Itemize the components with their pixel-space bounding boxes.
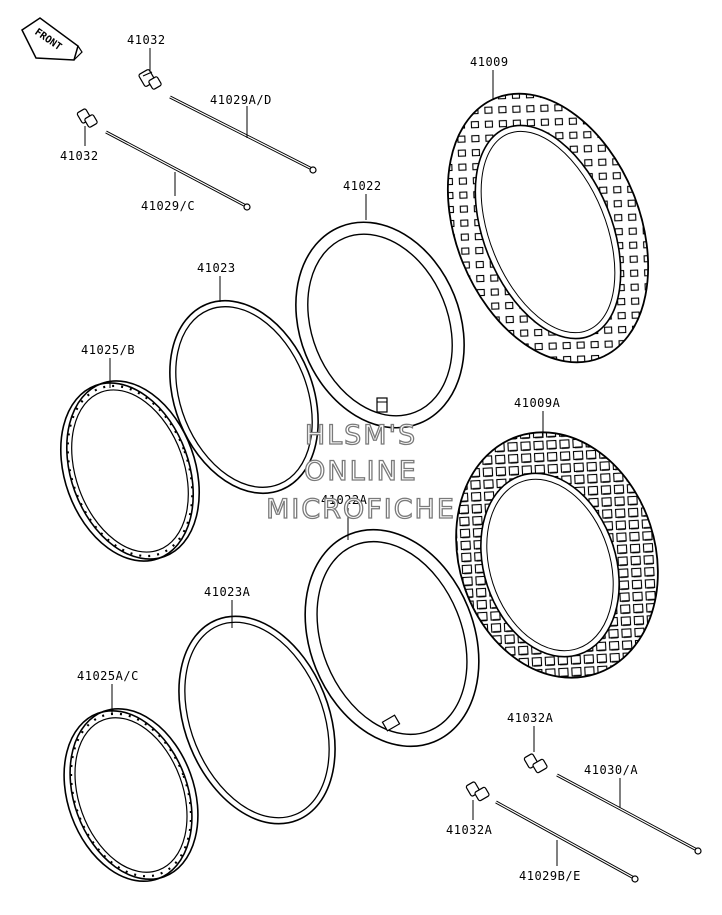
label-rim-band-rear: 41023 — [197, 261, 236, 275]
label-spoke-set-bottom: 41030/A — [584, 763, 638, 777]
watermark-line-3: MICROFICHE — [265, 493, 456, 525]
valve-nipple-top-1 — [138, 69, 162, 90]
label-rear-tube: 41022 — [343, 179, 382, 193]
rim-front — [63, 707, 199, 883]
spoke-set-bottom-2 — [495, 800, 639, 883]
valve-nipple-bottom-1 — [523, 753, 548, 774]
rear-tire — [446, 92, 650, 364]
spoke-set-bottom — [556, 773, 702, 855]
label-rear-tire: 41009 — [470, 55, 509, 69]
label-rim-rear: 41025/B — [81, 343, 135, 357]
rear-tube — [295, 221, 465, 429]
label-valve-bottom-1: 41032A — [507, 711, 554, 725]
front-tire — [455, 431, 659, 679]
label-valve-top-2: 41032 — [60, 149, 99, 163]
spoke-set-top-2 — [105, 130, 251, 211]
label-spoke-set-top-2: 41029/C — [141, 199, 195, 213]
rim-rear — [59, 380, 201, 562]
valve-nipple-top-2 — [76, 108, 98, 128]
label-spoke-set-top: 41029A/D — [210, 93, 272, 107]
front-arrow-icon: FRONT — [21, 17, 83, 61]
label-valve-bottom-2: 41032A — [446, 823, 493, 837]
rim-band-front — [178, 615, 336, 825]
label-valve-top-1: 41032 — [127, 33, 166, 47]
label-rim-front: 41025A/C — [77, 669, 139, 683]
rim-band-rear — [169, 299, 319, 495]
watermark-line-1: HLSM'S — [304, 419, 418, 451]
spoke-set-top — [169, 95, 317, 174]
label-spoke-set-bottom-2: 41029B/E — [519, 869, 581, 883]
leader-lines — [84, 48, 621, 866]
watermark-line-2: ONLINE — [303, 455, 418, 487]
label-front-tube: 41022A — [321, 493, 368, 507]
label-rim-band-front: 41023A — [204, 585, 251, 599]
label-front-tire: 41009A — [514, 396, 561, 410]
valve-nipple-bottom-2 — [465, 781, 490, 802]
front-tube — [304, 528, 480, 748]
